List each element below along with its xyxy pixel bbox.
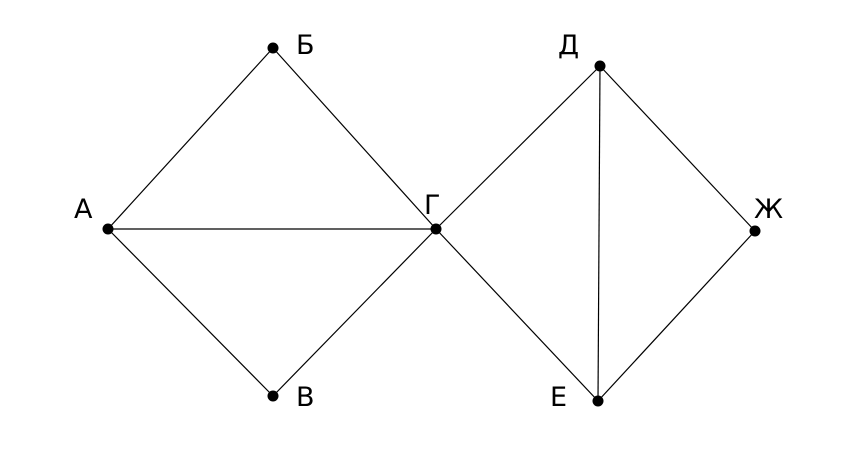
vertex-6 [749, 225, 761, 237]
vertex-5 [592, 395, 604, 407]
vertex-2 [267, 390, 279, 402]
edge-3 [272, 47, 437, 230]
vertex-label-5: Е [550, 382, 567, 413]
vertex-label-1: Б [296, 30, 315, 61]
edge-0 [107, 47, 274, 230]
vertex-label-3: Г [424, 190, 440, 221]
vertex-label-6: Ж [754, 194, 783, 225]
vertex-label-4: Д [558, 30, 579, 61]
edge-9 [597, 230, 756, 402]
vertex-label-0: А [74, 194, 93, 225]
vertex-0 [102, 223, 114, 235]
vertex-4 [594, 60, 606, 72]
vertex-1 [267, 42, 279, 54]
edge-6 [435, 228, 599, 402]
edge-4 [272, 228, 437, 397]
edge-7 [597, 65, 601, 402]
edge-8 [599, 65, 756, 232]
edge-5 [435, 65, 601, 230]
vertex-label-2: В [296, 382, 315, 413]
edge-2 [107, 228, 274, 397]
vertex-3 [430, 223, 442, 235]
